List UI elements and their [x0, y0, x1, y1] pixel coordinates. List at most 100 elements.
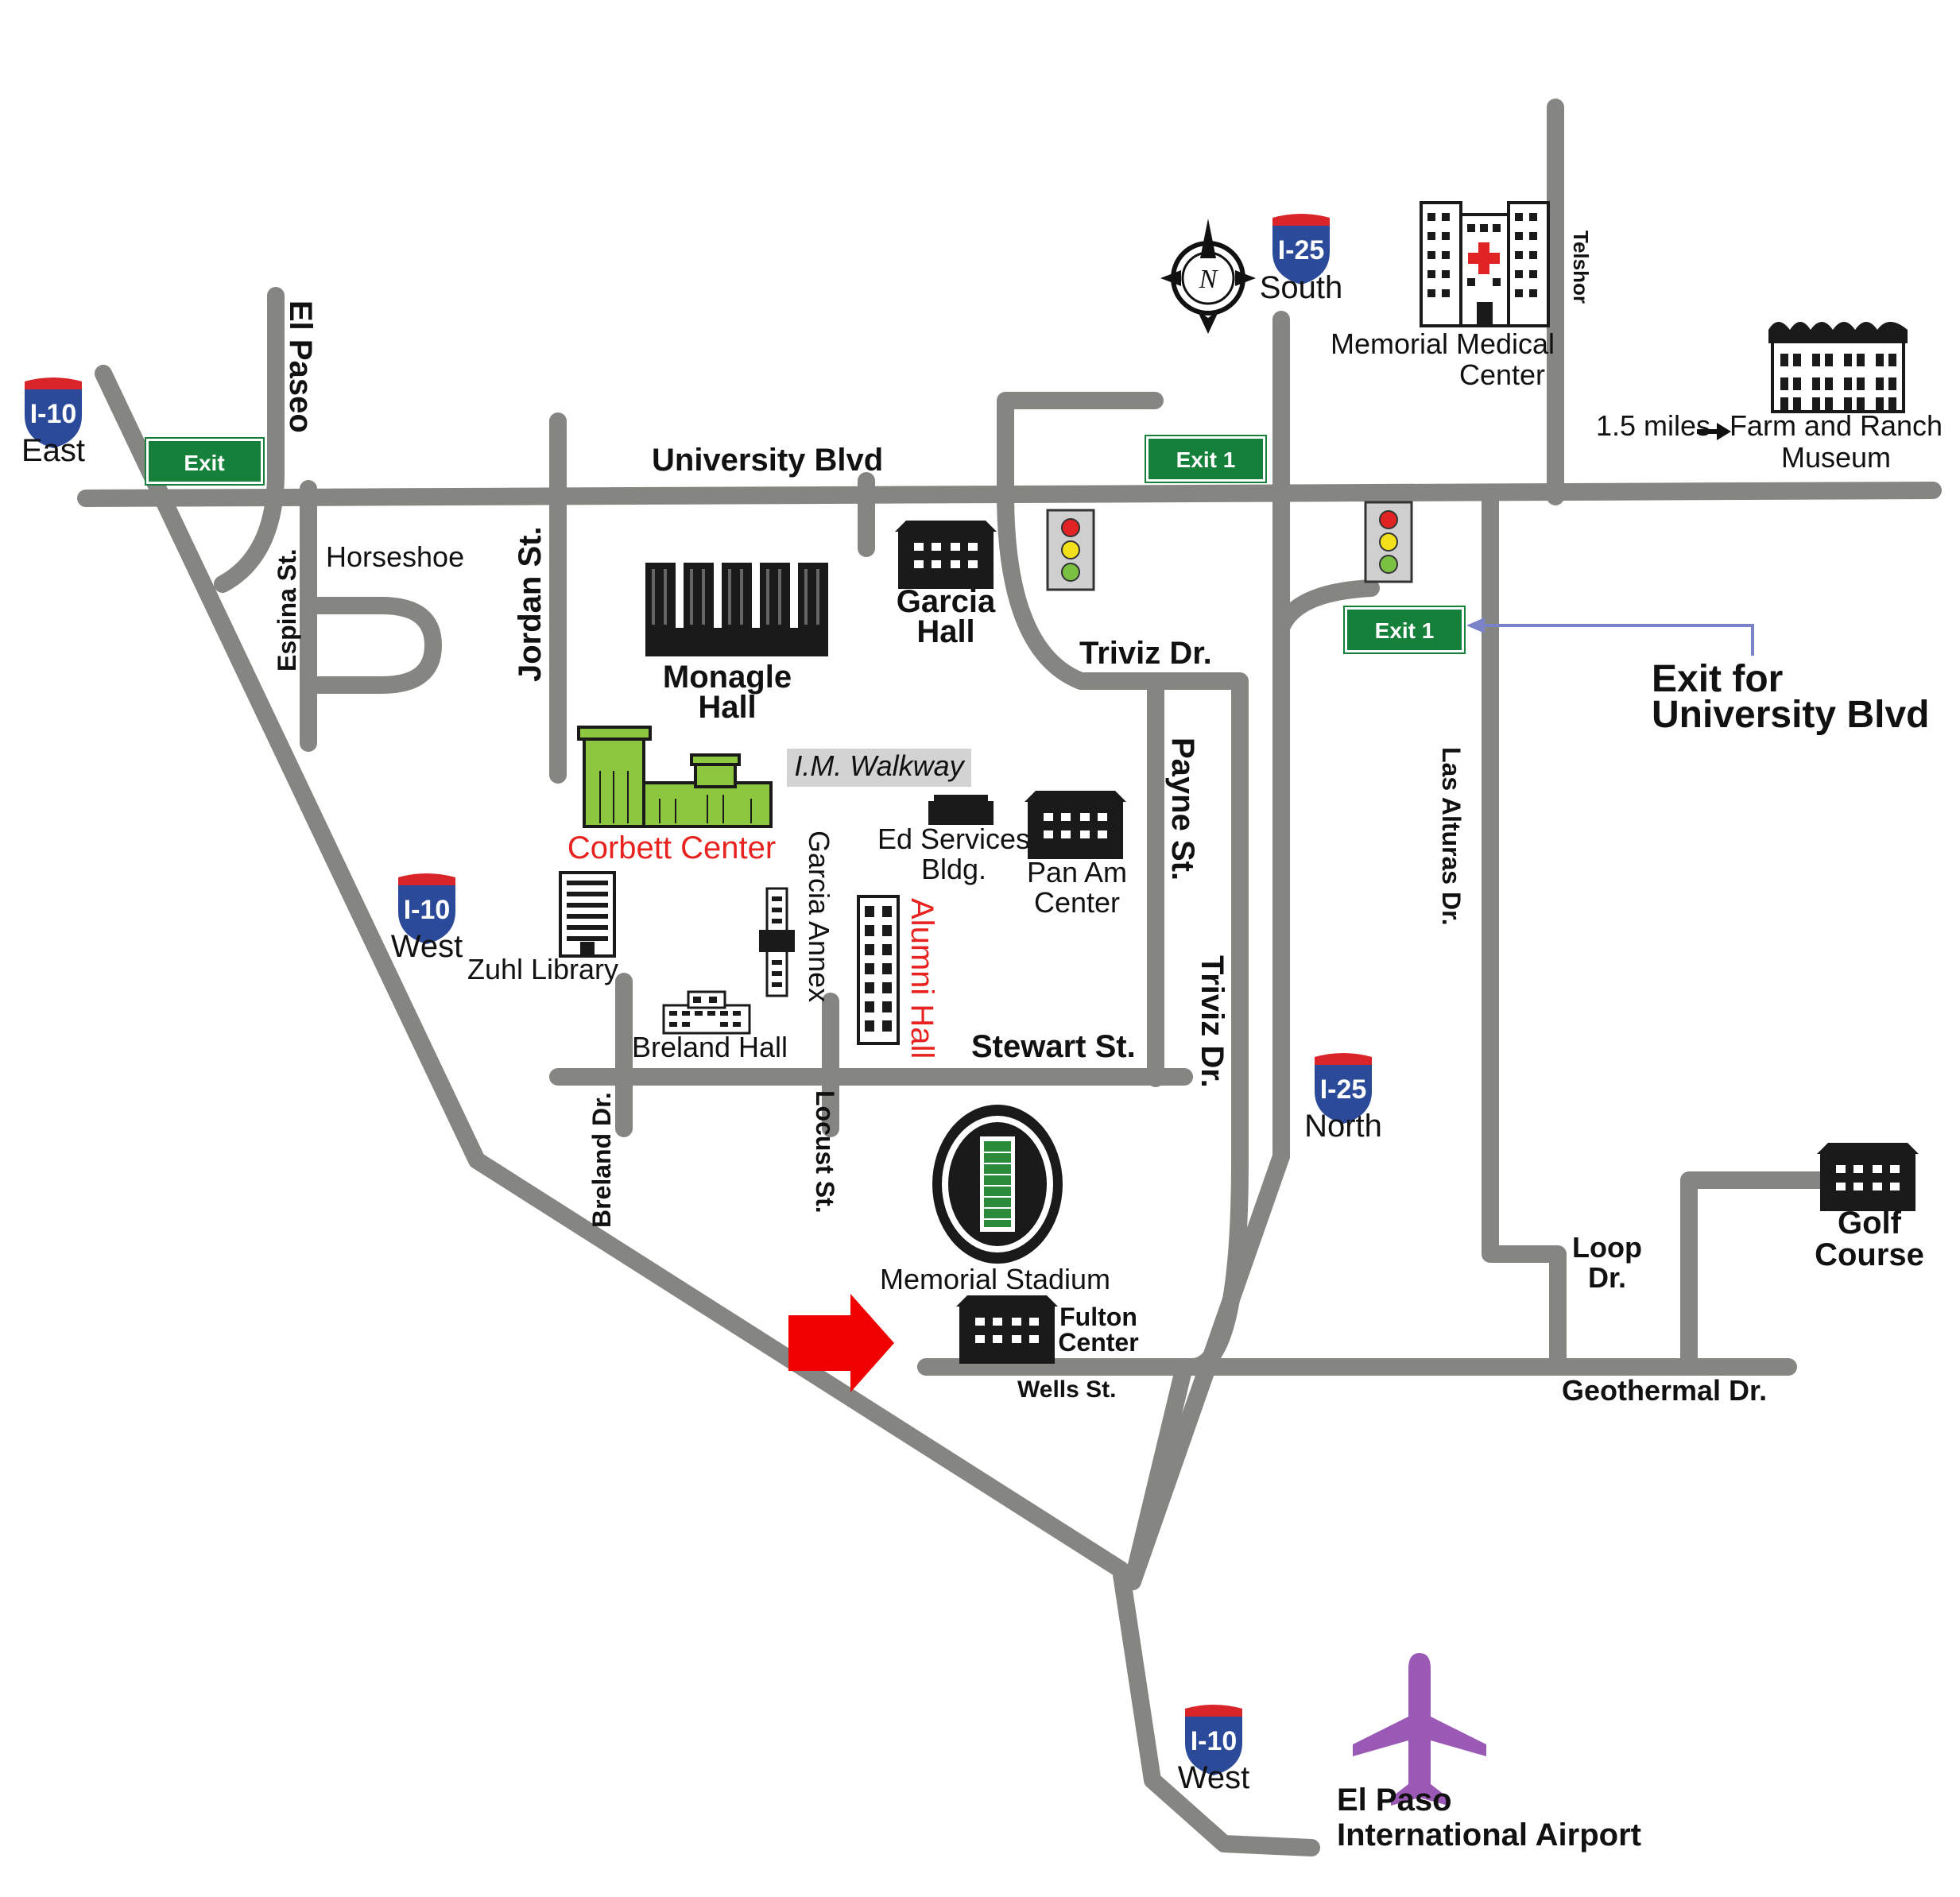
red-arrow-icon: [788, 1294, 894, 1392]
farm-ranch-label-2: Museum: [1781, 441, 1891, 474]
memorial-stadium-icon: Memorial Stadium: [880, 1105, 1110, 1295]
road-wells-connector: [1124, 1358, 1193, 1590]
corbett-center-label: Corbett Center: [567, 830, 776, 865]
exit-for-label-1: Exit for: [1652, 658, 1783, 700]
airplane-icon: [1353, 1653, 1486, 1806]
shield-i25-south-direction: South: [1260, 270, 1343, 305]
road-horseshoe: [300, 597, 442, 694]
memorial-medical-label-1: Memorial Medical: [1331, 327, 1555, 360]
street-telshor: Telshor: [1569, 230, 1593, 304]
compass-letter: N: [1199, 265, 1219, 294]
street-university-blvd: University Blvd: [652, 443, 883, 478]
exit-sign-left: Exit: [145, 437, 265, 486]
breland-hall-icon: Breland Hall: [632, 990, 788, 1063]
im-walkway-tag: I.M. Walkway: [787, 749, 971, 787]
street-horseshoe: Horseshoe: [326, 540, 464, 573]
zuhl-library-label: Zuhl Library: [467, 953, 618, 985]
shield-i10-east: I-10 East: [20, 374, 87, 468]
airport-label-1: El Paso: [1337, 1783, 1452, 1818]
shield-i25-north-direction: North: [1304, 1109, 1382, 1144]
monagle-hall-label-2: Hall: [698, 690, 756, 725]
alumni-hall-icon: Alumni Hall: [857, 895, 939, 1059]
golf-course-icon: Golf Course: [1815, 1143, 1924, 1272]
shield-i10-east-number: I-10: [30, 399, 77, 429]
exit-for-label-2: University Blvd: [1652, 694, 1929, 736]
street-loop-1: Loop: [1572, 1231, 1642, 1264]
street-jordan: Jordan St.: [513, 526, 548, 682]
ed-services-label-2: Bldg.: [921, 853, 986, 885]
traffic-light-icon: [1046, 509, 1095, 591]
garcia-annex-icon: Garcia Annex: [759, 830, 835, 1002]
ed-services-label-1: Ed Services: [877, 823, 1030, 855]
street-wells: Wells St.: [1017, 1376, 1116, 1403]
golf-course-label-1: Golf: [1838, 1206, 1902, 1241]
alumni-hall-label: Alumni Hall: [904, 898, 939, 1059]
fulton-center-label-2: Center: [1058, 1328, 1138, 1357]
farm-distance-label: 1.5 miles: [1596, 409, 1710, 442]
street-triviz-top: Triviz Dr.: [1079, 636, 1212, 671]
street-breland-dr: Breland Dr.: [587, 1092, 616, 1228]
im-walkway-label: I.M. Walkway: [794, 749, 965, 782]
shield-i25-south-number: I-25: [1278, 235, 1325, 265]
airport-label-2: International Airport: [1337, 1818, 1641, 1852]
monagle-hall-icon: Monagle Hall: [644, 563, 828, 725]
shield-i10-west-bottom-direction: West: [1178, 1760, 1249, 1795]
exit-sign-1-right: Exit 1: [1343, 606, 1466, 654]
shield-i10-west-mid-direction: West: [391, 929, 463, 964]
street-el-paseo: El Paseo: [283, 300, 318, 433]
shield-i10-east-direction: East: [21, 433, 85, 468]
shield-i10-west-bottom-number: I-10: [1191, 1726, 1238, 1756]
compass-icon: N: [1160, 219, 1256, 334]
breland-hall-label: Breland Hall: [632, 1031, 788, 1063]
memorial-medical-icon: Memorial Medical Center: [1331, 201, 1555, 391]
fulton-center-label-1: Fulton: [1059, 1303, 1137, 1331]
road-golf: [1680, 1171, 1833, 1376]
arrow-right-icon: [1697, 423, 1731, 440]
pan-am-label-2: Center: [1034, 886, 1120, 919]
exit-left-label: Exit: [184, 451, 224, 475]
street-geothermal: Geothermal Dr.: [1562, 1374, 1767, 1407]
farm-ranch-museum-icon: 1.5 miles Farm and Ranch Museum: [1596, 322, 1943, 474]
exit-pointer-line: [1470, 624, 1754, 656]
shield-i25-north: I-25 North: [1304, 1049, 1382, 1144]
shield-i10-west-mid: I-10 West: [391, 869, 463, 964]
shield-i10-west-mid-number: I-10: [404, 895, 451, 925]
street-espina: Espina St.: [273, 548, 301, 672]
garcia-hall-label-1: Garcia: [897, 584, 996, 619]
garcia-hall-icon: Garcia Hall: [895, 521, 997, 649]
road-i10: [95, 365, 1320, 1856]
pan-am-center-icon: Pan Am Center: [1025, 791, 1127, 919]
farm-ranch-label-1: Farm and Ranch: [1730, 409, 1943, 442]
garcia-hall-label-2: Hall: [916, 614, 974, 649]
road-network: [77, 99, 1942, 1856]
road-el-paseo: [214, 287, 285, 593]
street-loop-2: Dr.: [1588, 1261, 1626, 1294]
road-las-alturas: [1482, 492, 1567, 1376]
street-locust: Locust St.: [811, 1090, 839, 1214]
exit-1-right-label: Exit 1: [1375, 618, 1435, 643]
pan-am-label-1: Pan Am: [1027, 856, 1127, 888]
golf-course-label-2: Course: [1815, 1237, 1924, 1272]
corbett-center-icon: Corbett Center: [567, 726, 776, 865]
memorial-medical-label-2: Center: [1459, 358, 1545, 391]
exit-1-top-label: Exit 1: [1176, 447, 1236, 472]
traffic-light-icon: [1364, 501, 1413, 583]
street-las-alturas: Las Alturas Dr.: [1437, 747, 1466, 926]
street-triviz-side: Triviz Dr.: [1195, 955, 1230, 1088]
ed-services-icon: Ed Services Bldg.: [877, 795, 1030, 885]
exit-pointer-arrowhead: [1466, 617, 1485, 633]
shield-i25-north-number: I-25: [1320, 1074, 1367, 1105]
street-stewart: Stewart St.: [971, 1029, 1136, 1064]
garcia-annex-label: Garcia Annex: [803, 830, 835, 1002]
shield-i25-south: I-25 South: [1260, 210, 1343, 305]
fulton-center-icon: Fulton Center: [956, 1295, 1139, 1364]
road-i25-ramp: [1272, 579, 1380, 637]
shield-i10-west-bottom: I-10 West: [1178, 1701, 1249, 1795]
street-payne: Payne St.: [1165, 738, 1200, 881]
monagle-hall-label-1: Monagle: [663, 660, 792, 695]
zuhl-library-icon: Zuhl Library: [467, 871, 618, 985]
exit-sign-1-top: Exit 1: [1145, 435, 1267, 483]
memorial-stadium-label: Memorial Stadium: [880, 1263, 1110, 1295]
